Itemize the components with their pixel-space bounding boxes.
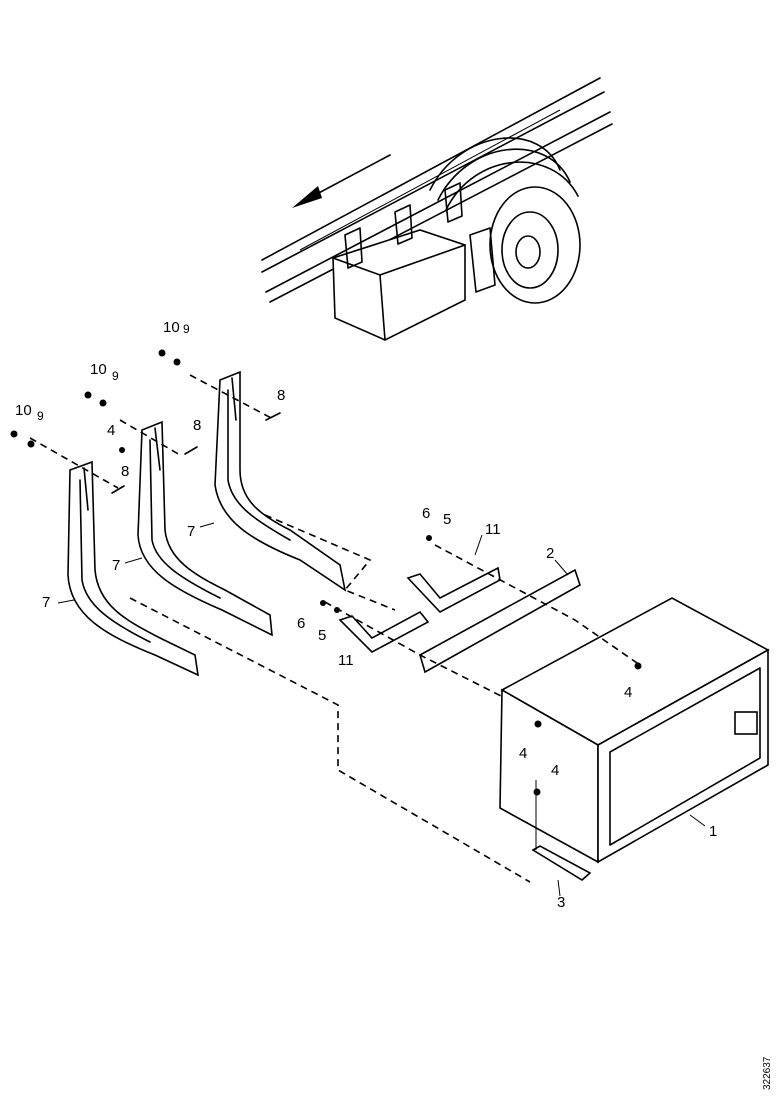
callout-10-rear: 10 — [163, 319, 180, 336]
callout-8-front: 8 — [121, 463, 129, 480]
hardware — [10, 349, 642, 796]
callout-1: 1 — [709, 823, 717, 840]
callout-8-rear: 8 — [277, 387, 285, 404]
callout-4-box-right: 4 — [624, 684, 632, 701]
callout-labels: 1 2 3 4 4 4 4 5 5 6 6 7 7 7 8 8 8 9 9 9 … — [15, 319, 773, 1090]
drawing-reference-number: 322637 — [762, 1056, 773, 1090]
vehicle-overview — [261, 77, 613, 341]
callout-9-rear: 9 — [183, 322, 190, 336]
callout-5-lower: 5 — [318, 627, 326, 644]
strip-part-2 — [419, 568, 581, 674]
callout-4-box-left: 4 — [519, 745, 527, 762]
callout-7-middle: 7 — [112, 557, 120, 574]
callout-11-lower: 11 — [338, 652, 354, 669]
callout-4-box-lower: 4 — [551, 762, 559, 779]
callout-9-front: 9 — [37, 409, 44, 423]
assembly-lines — [29, 374, 641, 883]
callout-11-upper: 11 — [485, 521, 501, 538]
leader-lines — [57, 522, 706, 897]
plate-part-11-lower — [338, 610, 430, 653]
callout-5-upper: 5 — [443, 511, 451, 528]
callout-7-rear: 7 — [187, 523, 195, 540]
box-part-1 — [499, 597, 770, 864]
callout-2: 2 — [546, 545, 554, 562]
callout-7-front: 7 — [42, 594, 50, 611]
rail-part-3 — [531, 845, 592, 881]
callout-3: 3 — [557, 894, 565, 911]
callout-6-lower: 6 — [297, 615, 305, 632]
callout-10-middle: 10 — [90, 361, 107, 378]
bracket-part-7-middle — [137, 420, 273, 637]
callout-6-upper: 6 — [422, 505, 430, 522]
bracket-part-7-front — [67, 460, 200, 677]
callout-8-middle: 8 — [193, 417, 201, 434]
plate-part-11-upper — [406, 566, 501, 613]
bracket-part-7-rear — [214, 370, 347, 592]
callout-9-middle: 9 — [112, 369, 119, 383]
callout-4-bracket: 4 — [107, 422, 115, 439]
callout-10-front: 10 — [15, 402, 32, 419]
